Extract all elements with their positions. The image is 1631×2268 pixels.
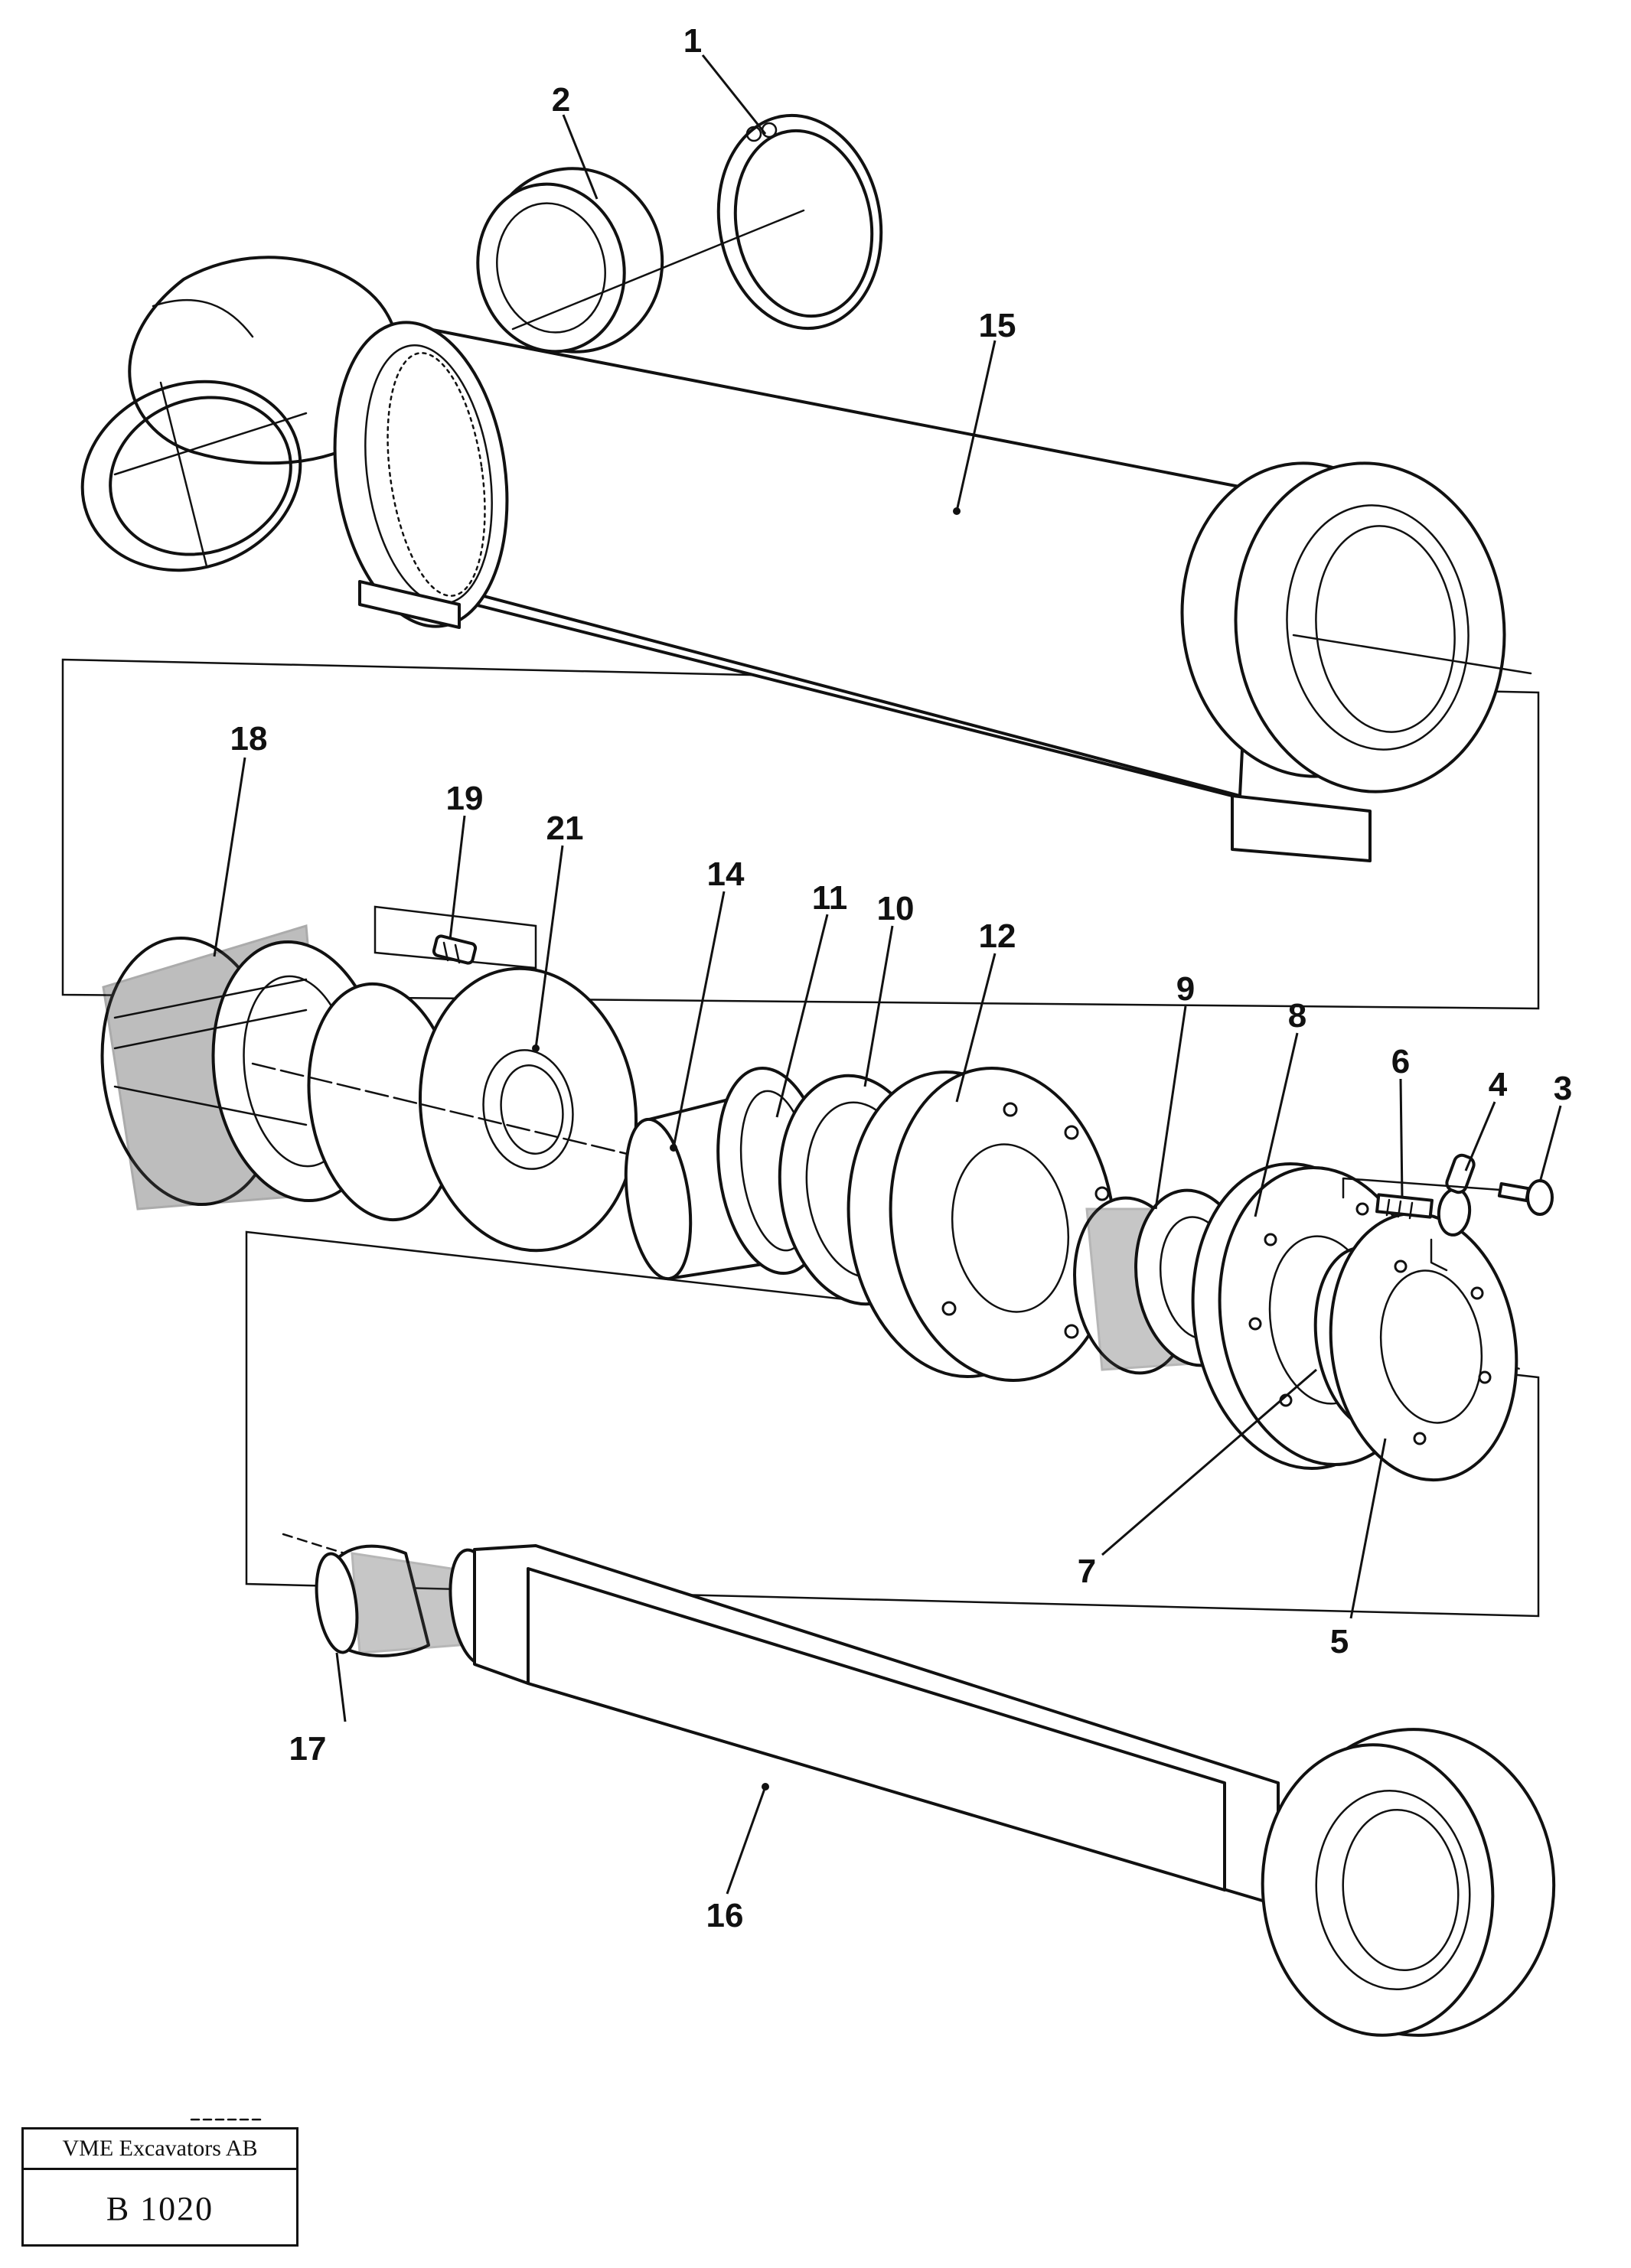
- callout-5: 5: [1330, 1623, 1349, 1660]
- screw-backplate: [373, 905, 537, 969]
- callout-4: 4: [1489, 1066, 1508, 1103]
- callout-6: 6: [1391, 1043, 1410, 1080]
- company-name: VME Excavators AB: [24, 2130, 296, 2170]
- piston-part-21: [307, 966, 638, 1253]
- callout-10: 10: [877, 890, 915, 927]
- callout-2: 2: [552, 81, 570, 119]
- callout-21: 21: [546, 810, 584, 847]
- callout-7: 7: [1078, 1553, 1096, 1590]
- cover-plate-5: [1329, 1211, 1518, 1482]
- callout-labels: 1 2 15 18 19 21 14 11 10 12 9 8 6 4 3 7 …: [230, 22, 1573, 1934]
- callout-12: 12: [979, 917, 1016, 955]
- callout-18: 18: [230, 720, 268, 758]
- set-screw-19: [432, 934, 478, 965]
- flange-12: [846, 1066, 1117, 1383]
- cylinder-tube: [128, 256, 1532, 862]
- callout-19: 19: [446, 780, 484, 817]
- drawing-code: B 1020: [106, 2189, 214, 2227]
- snap-ring-top: [716, 113, 883, 331]
- bushing: [476, 167, 805, 354]
- title-block: VME Excavators AB B 1020: [21, 2127, 298, 2247]
- callout-3: 3: [1554, 1070, 1572, 1107]
- snap-ring-left: [80, 380, 308, 572]
- bolt-6: [1375, 1188, 1472, 1237]
- callout-14: 14: [707, 855, 745, 893]
- callout-15: 15: [979, 307, 1016, 344]
- callout-16: 16: [706, 1897, 744, 1934]
- piston-rod: [282, 1533, 1556, 2037]
- screw-3: [1497, 1179, 1554, 1216]
- callout-9: 9: [1176, 970, 1195, 1008]
- seal-pack-9: [1073, 1188, 1254, 1375]
- callout-1: 1: [683, 22, 702, 60]
- callout-8: 8: [1288, 997, 1306, 1035]
- callout-leaders: [213, 54, 1562, 1895]
- piston-part-18: [100, 924, 386, 1211]
- washer-guide-line: [1430, 1238, 1448, 1272]
- callout-17: 17: [289, 1730, 327, 1768]
- callout-11: 11: [812, 879, 848, 917]
- bolt-guide-line: [1342, 1177, 1502, 1199]
